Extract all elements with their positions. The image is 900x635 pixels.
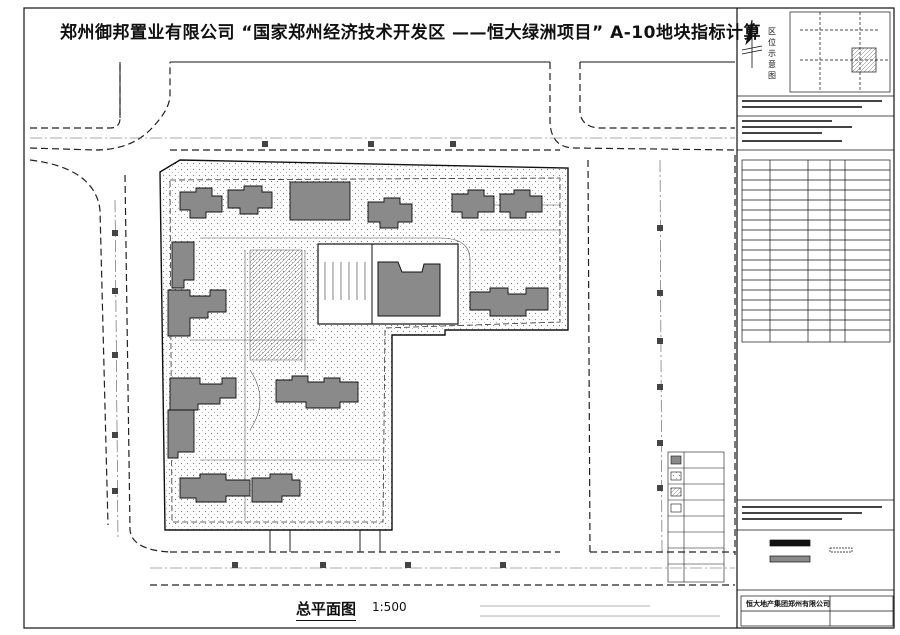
location-map [789, 11, 891, 93]
titleblock-text-marks [742, 100, 882, 520]
index-table [741, 159, 891, 343]
location-map-label: 区 位 示 意 图 [768, 26, 780, 81]
location-char: 区 [768, 27, 776, 36]
building-n4 [451, 189, 495, 219]
titleblock [737, 11, 894, 627]
drawing-title: 郑州御邦置业有限公司 “国家郑州经济技术开发区 ——恒大绿洲项目” A-10地块… [60, 23, 761, 43]
sheet-frame [23, 7, 895, 629]
setback-line [169, 177, 561, 523]
building-clubhouse [289, 181, 351, 221]
north-lots [119, 61, 735, 118]
building-c1 [275, 375, 359, 409]
building-w1 [171, 241, 195, 289]
legend [667, 451, 725, 583]
south-road [150, 551, 735, 586]
north-arrow-icon [741, 19, 763, 68]
location-char: 图 [768, 71, 776, 80]
general-notes [480, 605, 720, 617]
location-char: 意 [768, 60, 776, 69]
plan-scale: 1:500 [372, 600, 407, 614]
building-n1 [179, 187, 223, 219]
road-label-marks [112, 141, 663, 568]
building-n5 [499, 189, 543, 219]
site-entrances [269, 530, 381, 552]
north-road [29, 62, 736, 151]
excluded-parcel [317, 243, 459, 325]
building-n2 [227, 185, 273, 215]
building-w2 [167, 289, 227, 337]
east-road [587, 155, 736, 555]
building-s2 [251, 473, 301, 503]
building-w3 [169, 377, 237, 411]
location-char: 示 [768, 49, 776, 58]
building-w4 [167, 409, 195, 459]
plan-title: 总平面图 [296, 598, 357, 621]
east-road-centerline [659, 159, 663, 553]
location-char: 位 [768, 38, 776, 47]
building-n3 [367, 197, 413, 229]
internal-roads [190, 204, 560, 520]
building-s1 [179, 473, 251, 503]
company-title-bar: 恒大地产集团郑州有限公司 [746, 600, 830, 608]
building-e1 [469, 287, 549, 317]
west-road-centerline [114, 199, 119, 541]
west-road [29, 159, 171, 553]
central-plaza [249, 249, 303, 361]
buildings [167, 181, 549, 503]
